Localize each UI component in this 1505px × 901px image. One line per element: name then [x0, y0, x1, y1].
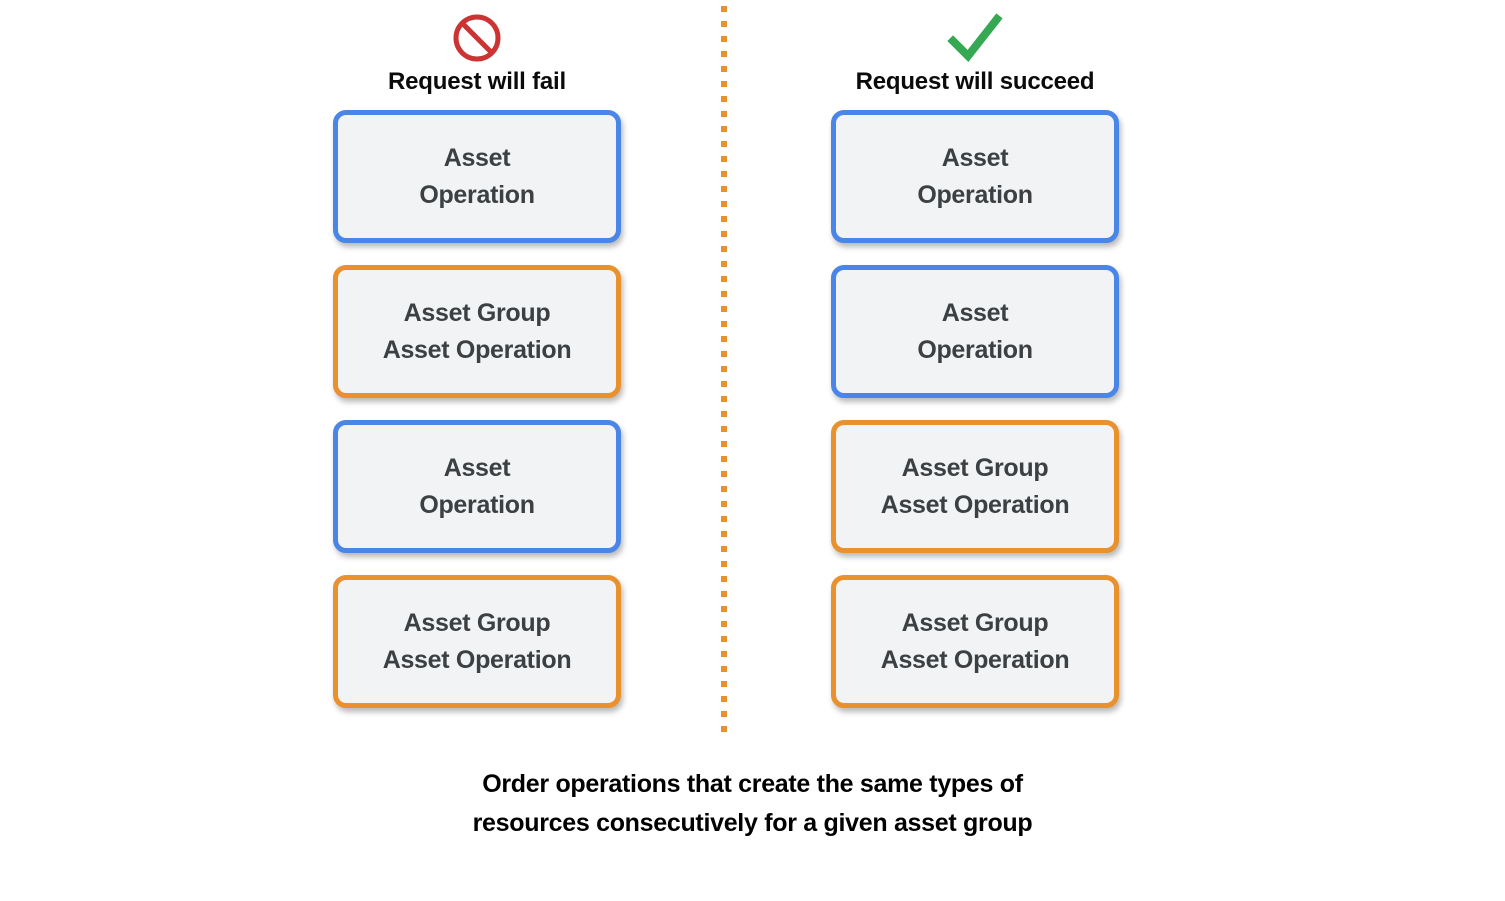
operation-box-asset-group-asset-operation[interactable]: Asset Group Asset Operation [831, 575, 1119, 708]
column-title-fail: Request will fail [388, 68, 566, 95]
operation-box-label: Asset Group Asset Operation [382, 608, 572, 674]
operation-list-fail: Asset Operation Asset Group Asset Operat… [333, 110, 621, 730]
operation-box-asset-group-asset-operation[interactable]: Asset Group Asset Operation [831, 420, 1119, 553]
checkmark-icon [825, 10, 1125, 66]
column-header-fail: Request will fail [327, 10, 627, 96]
operation-box-label: Asset Group Asset Operation [880, 453, 1070, 519]
operation-box-label: Asset Group Asset Operation [880, 608, 1070, 674]
diagram-caption: Order operations that create the same ty… [472, 770, 1033, 837]
operation-box-label: Asset Operation [917, 143, 1033, 209]
column-header-succeed: Request will succeed [825, 10, 1125, 96]
operation-box-asset-operation[interactable]: Asset Operation [831, 265, 1119, 398]
operation-list-succeed: Asset Operation Asset Operation Asset Gr… [831, 110, 1119, 730]
operation-box-asset-operation[interactable]: Asset Operation [333, 110, 621, 243]
operation-box-label: Asset Operation [419, 143, 535, 209]
operation-box-asset-group-asset-operation[interactable]: Asset Group Asset Operation [333, 265, 621, 398]
operation-box-asset-operation[interactable]: Asset Operation [831, 110, 1119, 243]
operation-box-asset-group-asset-operation[interactable]: Asset Group Asset Operation [333, 575, 621, 708]
column-divider-dotted-line [721, 6, 727, 736]
operation-box-label: Asset Operation [419, 453, 535, 519]
column-title-succeed: Request will succeed [855, 68, 1095, 95]
operation-box-label: Asset Operation [917, 298, 1033, 364]
prohibition-icon [327, 10, 627, 66]
operation-box-asset-operation[interactable]: Asset Operation [333, 420, 621, 553]
operation-box-label: Asset Group Asset Operation [382, 298, 572, 364]
